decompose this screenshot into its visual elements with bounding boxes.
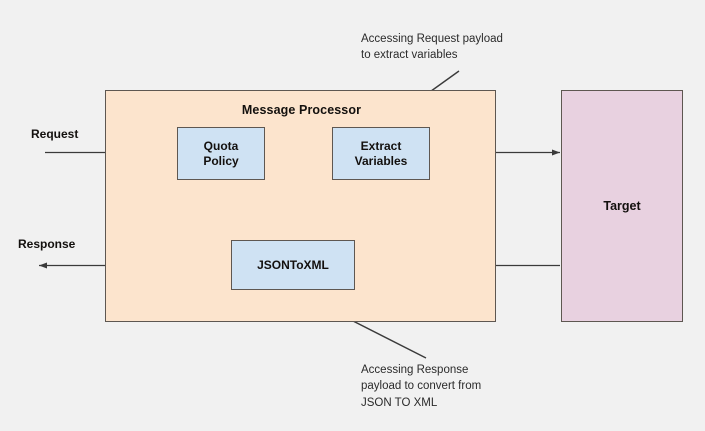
- quota-policy-node[interactable]: Quota Policy: [177, 127, 265, 180]
- quota-policy-label-line1: Quota: [203, 138, 239, 153]
- request-flow-label: Request: [31, 127, 79, 141]
- response-flow-label: Response: [18, 237, 76, 251]
- extract-variables-label-line2: Variables: [354, 153, 408, 168]
- annotation-response-payload: Accessing Response payload to convert fr…: [361, 364, 482, 409]
- jsontoxml-node[interactable]: JSONToXML: [231, 240, 355, 290]
- target-label: Target: [603, 199, 641, 213]
- jsontoxml-label: JSONToXML: [257, 257, 329, 272]
- quota-policy-label-line2: Policy: [203, 153, 239, 168]
- extract-variables-node[interactable]: Extract Variables: [332, 127, 430, 180]
- quota-policy-label: Quota Policy: [203, 139, 238, 169]
- target-node[interactable]: Target: [561, 90, 683, 322]
- extract-variables-label-line1: Extract: [360, 138, 402, 153]
- annotation-request-payload: Accessing Request payload to extract var…: [361, 33, 503, 62]
- message-processor-title: Message Processor: [241, 103, 362, 117]
- extract-variables-label: Extract Variables: [355, 139, 408, 169]
